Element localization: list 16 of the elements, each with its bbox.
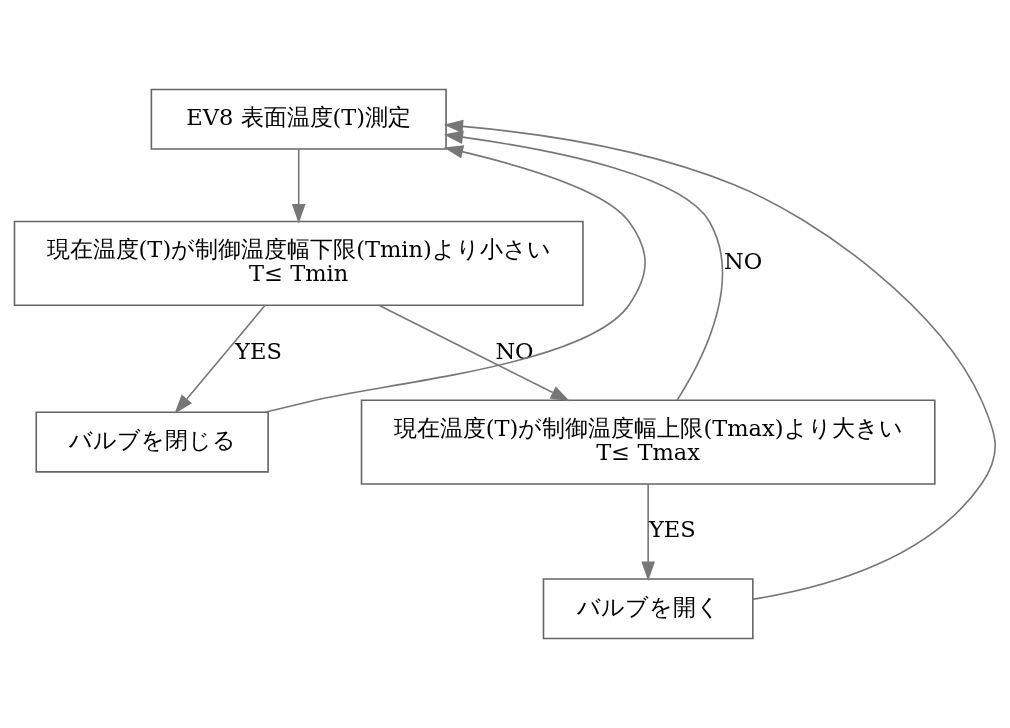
arrow [264, 145, 646, 414]
arrow [378, 304, 570, 402]
arrow [174, 304, 266, 414]
arrow [443, 119, 996, 600]
edge-label: NO [724, 248, 763, 275]
node-box: 現在温度(T)が制御温度幅下限(Tmin)より小さい T≤ Tmin [13, 220, 584, 307]
node-box: バルブを閉じる [35, 411, 269, 473]
arrow [443, 130, 724, 401]
node-box: EV8 表面温度(T)測定 [150, 88, 447, 150]
edge-label: YES [235, 337, 282, 364]
arrow [291, 148, 306, 224]
node-box: 現在温度(T)が制御温度幅上限(Tmax)より大きい T≤ Tmax [360, 399, 936, 485]
node-box: バルブを開く [542, 578, 754, 640]
edge-label: NO [495, 337, 534, 364]
edge-label: YES [648, 516, 696, 543]
arrow [641, 483, 655, 581]
